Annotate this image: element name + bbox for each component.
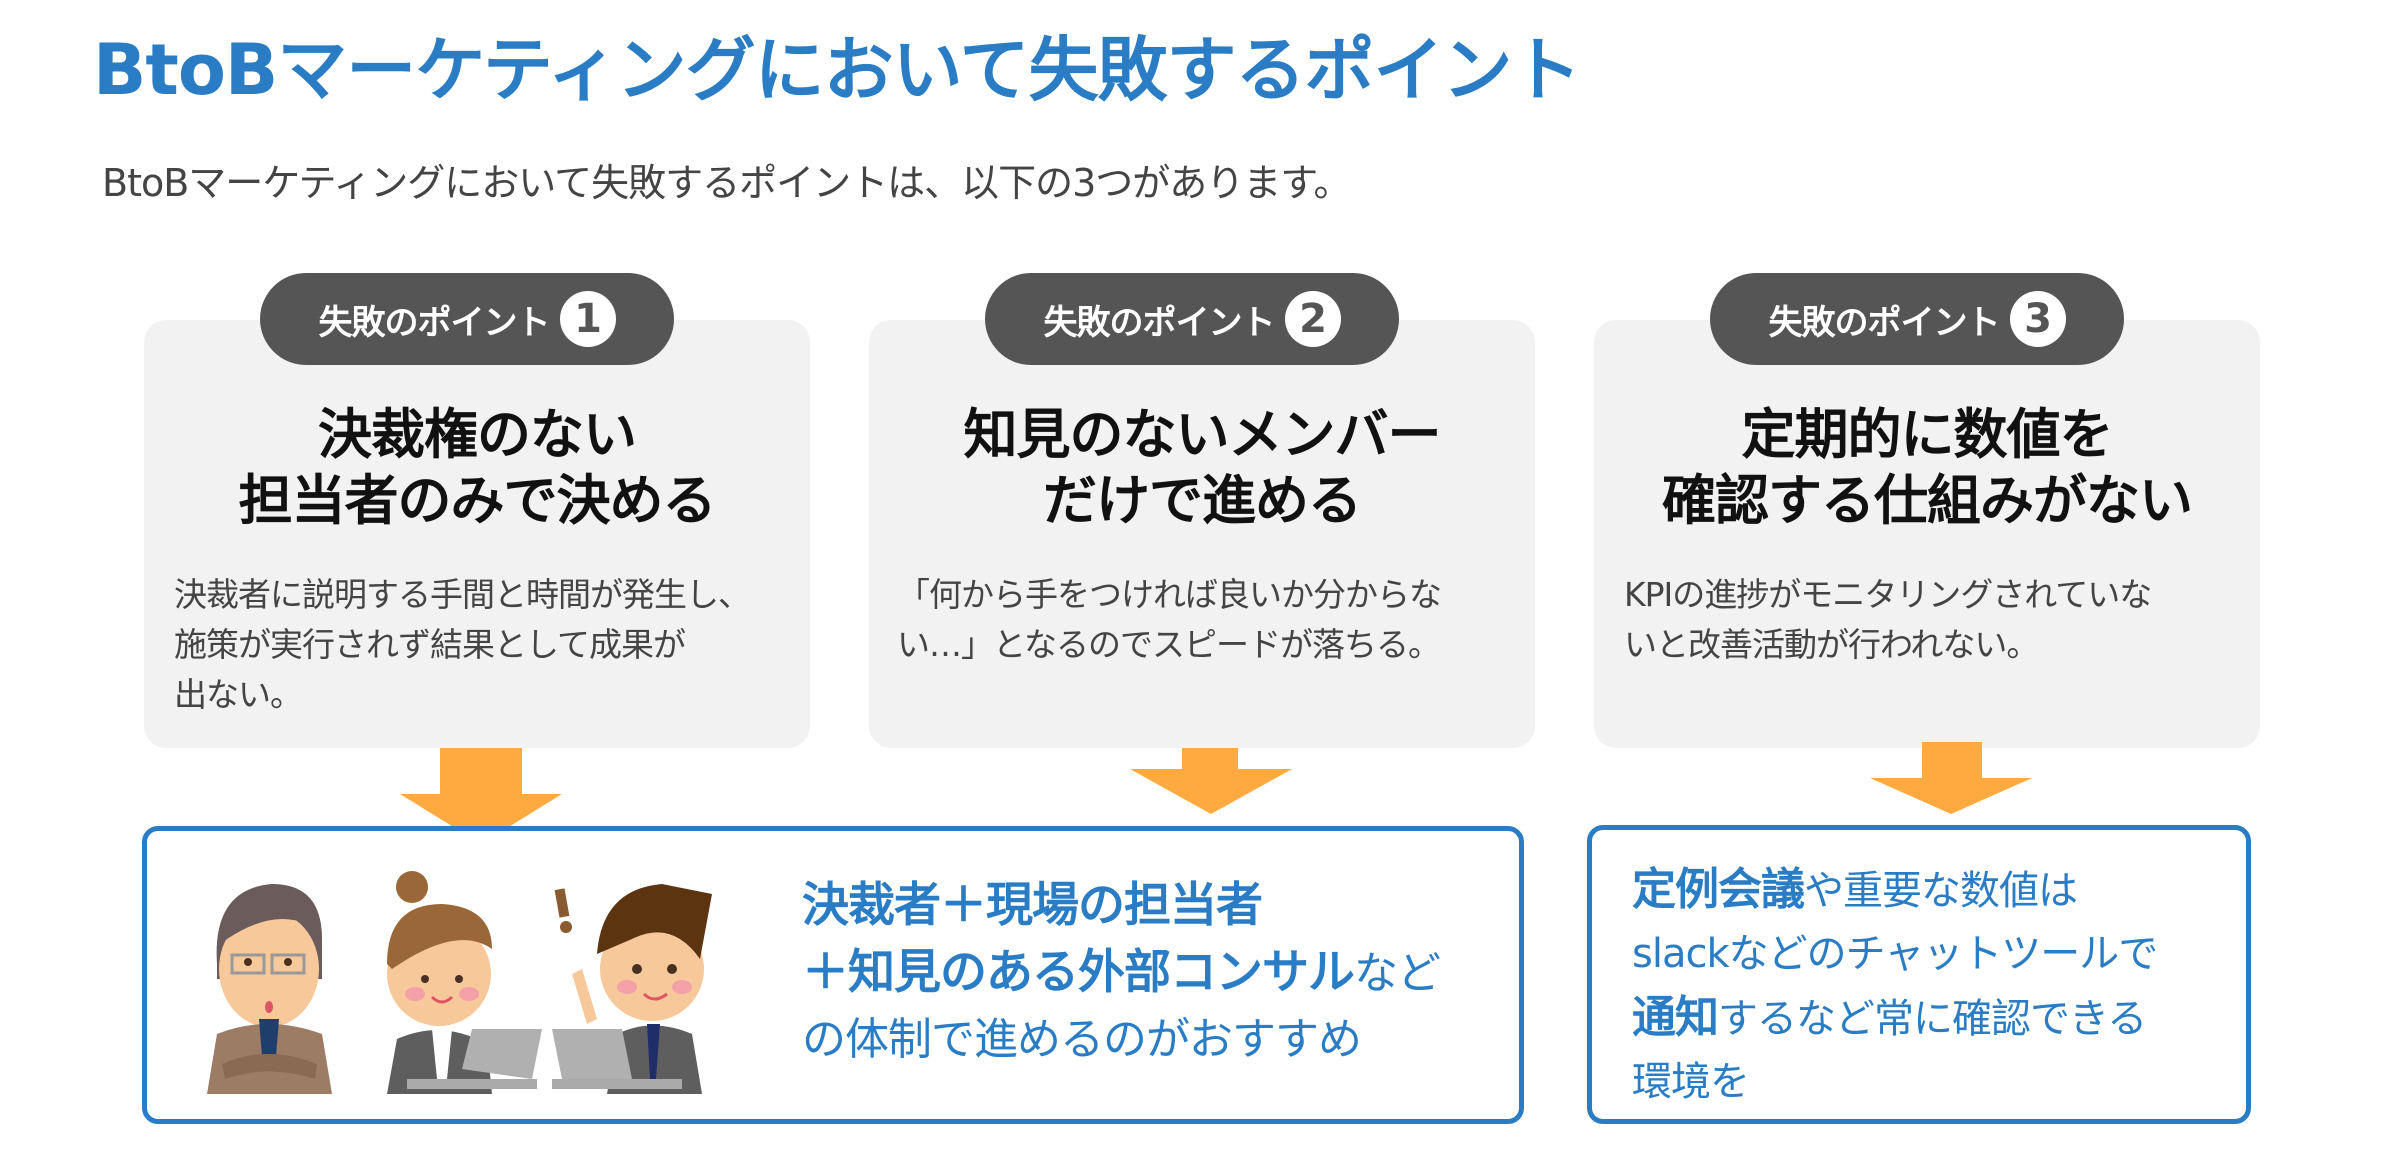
failure-point-badge-3: 失敗のポイント 3 — [1710, 273, 2124, 365]
failure-point-card-2: 知見のないメンバー だけで進める 「何から手をつければ良いか分からな い…」とな… — [869, 320, 1535, 748]
number-circle-icon: 2 — [1284, 291, 1341, 347]
failure-point-card-1: 決裁権のない 担当者のみで決める 決裁者に説明する手間と時間が発生し、 施策が実… — [144, 320, 810, 748]
down-arrow-icon — [400, 748, 562, 844]
number-circle-icon: 1 — [559, 291, 616, 347]
down-arrow-icon — [1130, 748, 1292, 814]
failure-point-badge-1: 失敗のポイント 1 — [260, 273, 674, 365]
failure-point-badge-2: 失敗のポイント 2 — [985, 273, 1399, 365]
solution-box-3: 定例会議や重要な数値は slackなどのチャットツールで 通知するなど常に確認で… — [1587, 825, 2251, 1124]
solution-text-1: 決裁者＋現場の担当者 ＋知見のある外部コンサルなど の体制で進めるのがおすすめ — [802, 878, 1441, 1065]
card-heading: 定期的に数値を 確認する仕組みがない — [1662, 403, 2193, 532]
card-heading: 決裁権のない 担当者のみで決める — [238, 403, 717, 532]
card-description: 「何から手をつければ良いか分からな い…」となるのでスピードが落ちる。 — [897, 575, 1442, 664]
business-people-illustration-icon — [207, 871, 712, 1094]
page-title: BtoBマーケティングにおいて失敗するポイント — [93, 29, 1582, 111]
card-description: 決裁者に説明する手間と時間が発生し、 施策が実行されず結果として成果が 出ない。 — [174, 575, 751, 714]
down-arrow-icon — [1870, 742, 2032, 814]
card-description: KPIの進捗がモニタリングされていな いと改善活動が行われない。 — [1624, 575, 2152, 664]
solution-box-1: 決裁者＋現場の担当者 ＋知見のある外部コンサルなど の体制で進めるのがおすすめ — [142, 826, 1524, 1124]
page-subtitle: BtoBマーケティングにおいて失敗するポイントは、以下の3つがあります。 — [102, 161, 1351, 205]
card-heading: 知見のないメンバー だけで進める — [963, 403, 1442, 532]
solution-text-3: 定例会議や重要な数値は slackなどのチャットツールで 通知するなど常に確認で… — [1632, 864, 2158, 1105]
failure-point-card-3: 定期的に数値を 確認する仕組みがない KPIの進捗がモニタリングされていな いと… — [1594, 320, 2260, 748]
number-circle-icon: 3 — [2009, 291, 2066, 347]
